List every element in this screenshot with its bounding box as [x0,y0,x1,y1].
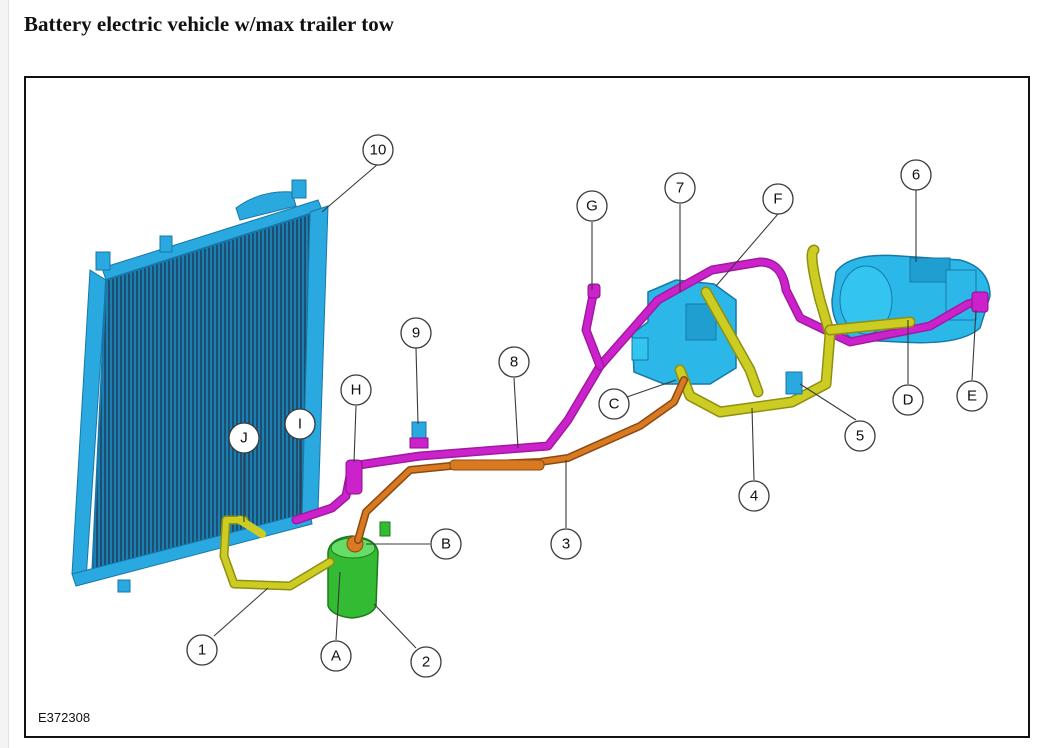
svg-text:5: 5 [856,428,864,445]
callout-3: 3 [550,528,582,560]
page-title: Battery electric vehicle w/max trailer t… [24,12,394,36]
refrigerant-line-orange [354,376,688,544]
svg-text:I: I [298,416,302,433]
receiver-drier [327,521,391,619]
callout-4: 4 [738,480,770,512]
figure-id: E372308 [38,710,91,725]
leader-lines [213,163,977,649]
callout-10: 10 [362,134,394,166]
callout-7: 7 [664,172,696,204]
svg-text:4: 4 [750,488,758,505]
svg-text:E: E [967,388,977,405]
pressure-transducer [409,421,429,449]
condenser [71,179,329,593]
callout-9: 9 [400,317,432,349]
callout-8: 8 [498,346,530,378]
svg-text:G: G [586,198,598,215]
callout-B: B [430,528,462,560]
svg-text:2: 2 [422,654,430,671]
svg-text:7: 7 [676,180,684,197]
svg-text:J: J [240,430,248,447]
svg-text:H: H [351,382,362,399]
callout-6: 6 [900,159,932,191]
callout-J: J [228,422,260,454]
callout-A: A [320,640,352,672]
svg-text:C: C [609,396,620,413]
callout-I: I [284,408,316,440]
callout-C: C [598,388,630,420]
callout-1: 1 [186,634,218,666]
callout-F: F [762,183,794,215]
page-left-rule [0,0,9,748]
callout-5: 5 [844,420,876,452]
svg-text:6: 6 [912,167,920,184]
callout-H: H [340,374,372,406]
svg-text:A: A [331,648,341,665]
callout-E: E [956,380,988,412]
svg-text:B: B [441,536,451,553]
svg-text:3: 3 [562,536,570,553]
svg-text:D: D [903,392,914,409]
callout-D: D [892,384,924,416]
svg-text:1: 1 [198,642,206,659]
svg-text:9: 9 [412,325,420,342]
svg-text:10: 10 [370,142,387,159]
svg-text:8: 8 [510,354,518,371]
svg-text:F: F [773,191,782,208]
callout-2: 2 [410,646,442,678]
refrigerant-line-yellow [219,244,916,591]
callout-G: G [576,190,608,222]
